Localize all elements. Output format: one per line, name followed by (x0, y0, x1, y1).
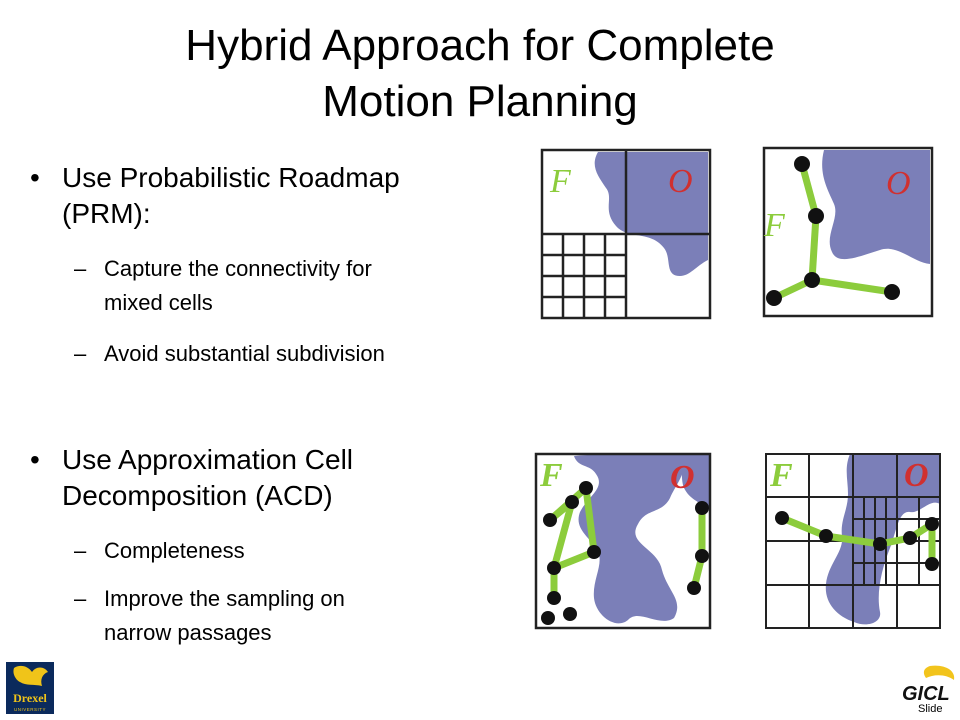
sub-bullet-text: Improve the sampling on narrow passages (104, 582, 345, 650)
grid-lines (534, 452, 712, 630)
free-space-label: F (769, 457, 793, 494)
sub-bullet-marker: – (74, 586, 87, 611)
free-space-label: F (763, 207, 786, 244)
slide-title-line2: Motion Planning (322, 77, 638, 126)
bullet-marker: • (30, 162, 40, 193)
bullet-line: Use Probabilistic Roadmap (62, 162, 400, 193)
gicl-logo: GICL (902, 665, 955, 704)
sub-bullet-marker: – (74, 256, 87, 281)
roadmap-nodes (541, 481, 709, 625)
figure-narrow-passage-prm: F O (534, 452, 712, 630)
grid-lines (762, 146, 934, 318)
dragon-icon (13, 665, 49, 686)
bullet-prm: • Use Probabilistic Roadmap (PRM): (30, 160, 510, 232)
bullet-line: Use Approximation Cell (62, 444, 354, 475)
obstacle-shape (594, 152, 708, 276)
sub-bullet-text: Completeness (104, 538, 245, 563)
obstacle-shape (822, 150, 930, 264)
bullet-text: Use Probabilistic Roadmap (PRM): (62, 160, 400, 232)
obstacle-label: O (668, 163, 693, 200)
obstacle-shape (678, 454, 710, 510)
sub-bullet-text: Capture the connectivity for mixed cells (104, 252, 372, 320)
bullet-line: Decomposition (ACD) (62, 480, 333, 511)
sub-bullet-line: Improve the sampling on (104, 586, 345, 611)
roadmap-nodes (775, 511, 939, 571)
gicl-logo-text: GICL (902, 683, 950, 704)
drexel-logo-text: Drexel (13, 691, 47, 705)
sub-bullet-completeness: – Completeness (74, 534, 514, 568)
free-space-label: F (549, 163, 572, 200)
obstacle-label: O (886, 165, 911, 202)
roadmap-nodes (766, 156, 900, 306)
drexel-logo: Drexel UNIVERSITY (6, 662, 54, 714)
sub-bullet-line: mixed cells (104, 290, 213, 315)
sub-bullet-line: Capture the connectivity for (104, 256, 372, 281)
sub-bullet-sampling: – Improve the sampling on narrow passage… (74, 582, 514, 650)
gicl-swoosh-icon (923, 665, 955, 680)
free-space-label: F (539, 457, 563, 494)
obstacle-label: O (670, 459, 695, 496)
sub-bullet-marker: – (74, 341, 87, 366)
obstacle-label: O (904, 457, 929, 494)
slide-label: Slide (918, 703, 943, 715)
bullet-acd: • Use Approximation Cell Decomposition (… (30, 442, 510, 514)
figure-hybrid-acd-prm: F O (765, 453, 941, 629)
bullet-text: Use Approximation Cell Decomposition (AC… (62, 442, 353, 514)
figure-cell-decomposition: F O (540, 148, 712, 320)
bullet-marker: • (30, 444, 40, 475)
sub-bullet-text: Avoid substantial subdivision (104, 341, 385, 366)
sub-bullet-line: narrow passages (104, 620, 272, 645)
sub-bullet-subdivision: – Avoid substantial subdivision (74, 337, 534, 371)
slide-title-line1: Hybrid Approach for Complete (185, 21, 775, 70)
figure-prm-roadmap: F O (762, 146, 934, 318)
drexel-logo-subtext: UNIVERSITY (14, 707, 46, 712)
slide-title: Hybrid Approach for Complete Motion Plan… (0, 18, 960, 130)
sub-bullet-marker: – (74, 538, 87, 563)
grid-lines (540, 148, 712, 320)
obstacle-shape (574, 454, 685, 624)
bullet-line: (PRM): (62, 198, 151, 229)
sub-bullet-connectivity: – Capture the connectivity for mixed cel… (74, 252, 514, 320)
